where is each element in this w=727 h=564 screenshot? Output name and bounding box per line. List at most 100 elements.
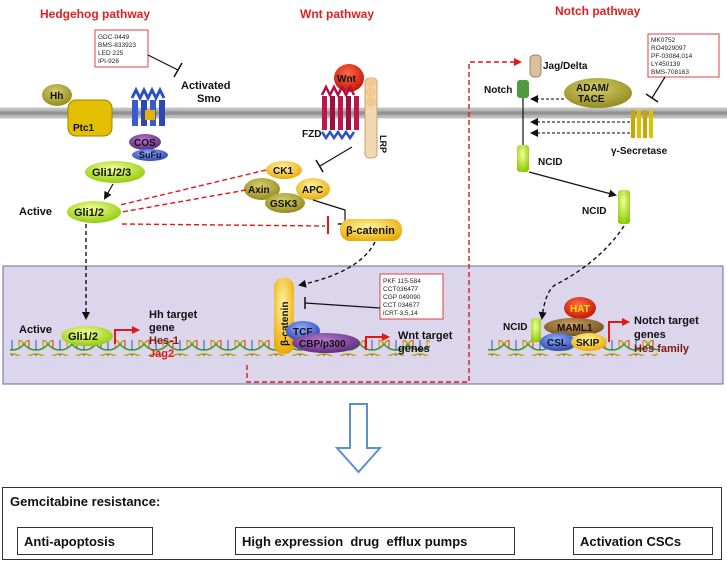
notch-receptor [517,80,529,98]
axin-protein [244,178,280,200]
sufu-label: SuFu [139,150,162,160]
activated-smo-label-2: Smo [197,93,221,105]
ncid-fragment-1 [517,145,529,172]
notch-inhibit-arrow [645,76,666,103]
lrp-label: LRP [378,135,388,153]
wnt-transcription-arrow [365,333,390,350]
wnt-drug-1: PKF 115-584 [383,278,421,285]
notch-dna [488,340,658,356]
nuc-ncid-label: NCID [503,322,527,333]
csl-label: CSL [547,338,567,349]
cbp-protein [292,333,360,353]
notch-drug-5: BMS-708163 [651,69,689,76]
apc-label: APC [302,185,323,196]
wnt-target-label-1: Wnt target [398,330,453,342]
ncid-release-arrow [528,171,617,198]
hat-label: HAT [570,304,590,315]
notch-drug-1: MK0752 [651,37,676,44]
bcatenin-protein [340,219,402,241]
gsk3-protein [265,193,305,213]
cbp-label: CBP/p300 [299,339,346,350]
skip-protein [571,333,607,351]
hh-drug-1: GDC-0449 [98,34,129,41]
notch-target-label-1: Notch target [634,315,699,327]
cell-membrane [0,107,727,119]
down-arrow [334,403,383,474]
wnt-drug-3: CGP 049090 [383,294,421,301]
fzd-receptor [320,84,359,141]
hh-target-label-1: Hh target [149,309,198,321]
notch-drug-4: LY450139 [651,61,681,68]
efflux-pumps-box: High expression drug efflux pumps [235,527,515,555]
gemcitabine-resistance-title: Gemcitabine resistance: [10,494,161,509]
hh-drug-4: IPI-926 [98,58,119,65]
maml1-protein [544,318,604,336]
hh-transcription-arrow [114,326,140,344]
tcf-label: TCF [293,327,312,338]
active-label: Active [19,206,52,218]
gsk3-label: GSK3 [270,199,298,210]
lrp-receptor [364,77,378,159]
wnt-drug-2: CCT036477 [383,286,418,293]
wnt-drug-4: CCT 034677 [383,302,420,309]
wnt-ligand [334,64,364,92]
wnt-nuclear-inhibit-arrow [304,297,381,309]
nuc-gli12-label: Gli1/2 [68,331,98,343]
pathway-diagram: GDC-0449 BMS-833923 LED 225 IPI-926 Acti… [0,29,727,474]
ck1-label: CK1 [273,166,293,177]
wnt-drug-5: iCRT-3,5,14 [383,310,418,317]
nucleus-region [2,265,724,385]
nuc-gli12-protein [61,326,113,346]
ncid-label-2: NCID [582,206,606,217]
hat-protein [564,297,596,319]
hh-drug-3: LED 225 [98,50,124,57]
hh-drug-2: BMS-833923 [98,42,136,49]
notch-target-label-2: genes [634,329,666,341]
fzd-label: FZD [302,129,321,140]
gamma-secretase-label: γ-Secretase [611,146,668,157]
adam-label-1: ADAM/ [576,83,609,94]
csl-protein [540,333,576,351]
notch-title: Notch pathway [555,4,641,18]
notch-transcription-arrow [608,318,630,342]
anti-apoptosis-box: Anti-apoptosis [17,527,153,555]
ncid-to-nucleus-arrow [538,225,625,320]
activation-cscs-box: Activation CSCs [573,527,713,555]
nuc-active-label: Active [19,324,52,336]
wnt-target-label-2: genes [398,343,430,355]
wnt-title: Wnt pathway [300,7,374,21]
jag-delta-ligand [529,54,542,78]
adam-label-2: TACE [578,94,605,105]
activated-smo-label-1: Activated [181,80,231,92]
ptc1-receptor [67,99,113,137]
ncid-label-1: NCID [538,157,562,168]
skip-label: SKIP [576,338,600,349]
notch-drug-2: RO4929097 [651,45,686,52]
notch-label: Notch [484,85,512,96]
gli12-label: Gli1/2 [74,207,104,219]
nuc-bcatenin-label: β-catenin [280,302,291,346]
hh-ligand-label: Hh [50,91,63,102]
ck1-protein [266,161,302,179]
gamma-secretase [631,110,653,138]
hedgehog-title: Hedgehog pathway [40,7,151,21]
smo-receptor [130,86,166,126]
hes1-label: Hes-1 [149,335,179,347]
bcatenin-label: β-catenin [346,225,395,237]
notch-inhibitor-box [647,33,720,78]
nuc-ncid-fragment [531,318,541,342]
hh-target-label-2: gene [149,322,175,334]
wnt-ligand-label: Wnt [337,74,357,85]
notch-drug-3: PF-03084,014 [651,53,693,60]
gli123-protein [85,161,145,183]
axin-label: Axin [248,185,270,196]
hes-family-label: Hes family [634,343,690,355]
cos-protein [129,134,161,150]
bcatenin-to-nucleus-arrow [298,241,376,288]
crosstalk-lines [119,58,522,383]
hh-dna [10,340,240,356]
ptc1-label: Ptc1 [73,123,95,134]
cos-label: COS [134,138,156,149]
gli123-label: Gli1/2/3 [92,167,131,179]
sufu-protein [132,149,168,161]
